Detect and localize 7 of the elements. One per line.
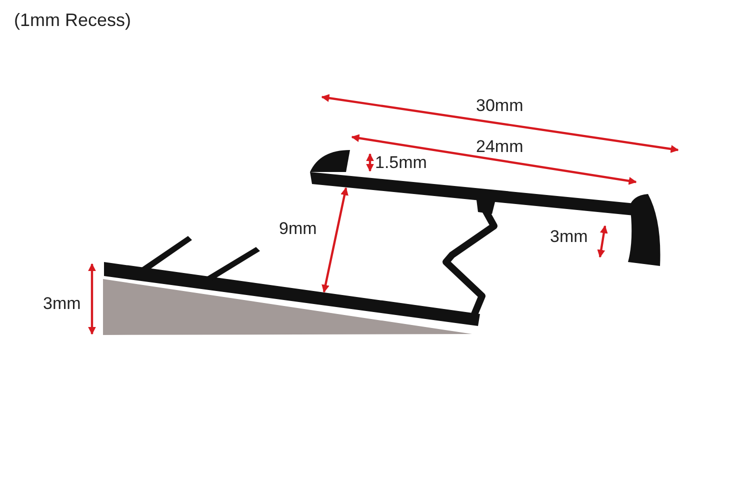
dimension-label: 9mm <box>279 219 317 238</box>
title: (1mm Recess) <box>14 10 132 31</box>
dimension-label: 3mm <box>43 294 81 313</box>
dimension-label: 3mm <box>550 227 588 246</box>
dimension-label: 1.5mm <box>375 153 427 172</box>
dimension-label: 30mm <box>476 96 524 115</box>
dimension-label: 24mm <box>476 137 524 156</box>
